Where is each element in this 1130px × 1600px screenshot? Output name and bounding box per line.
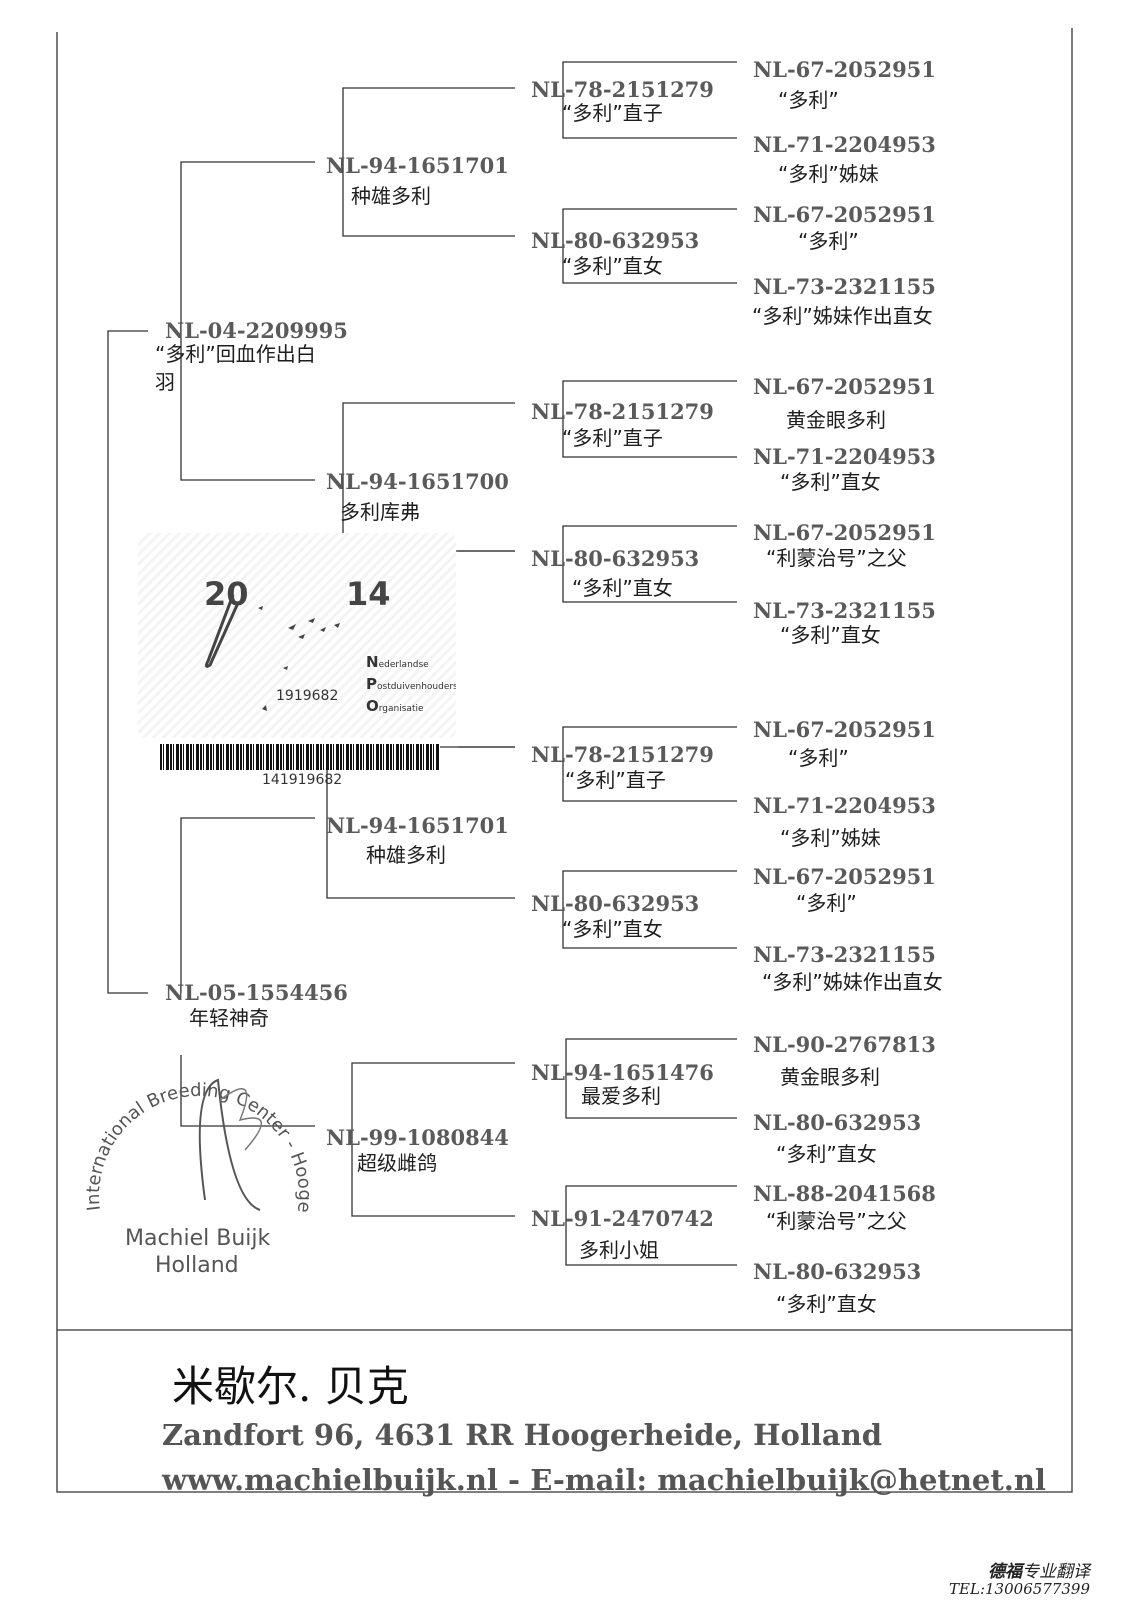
website-link[interactable]: www.machielbuijk.nl [162,1463,498,1497]
org-line: ederlandse [378,660,429,670]
ancestor-ring-number: NL-80-632953 [531,228,700,253]
org-initial: P [366,675,377,693]
ancestor-name: “多利”直女 [562,917,663,941]
brand-name: 德福 [988,1562,1022,1582]
ancestor-name: “多利”直女 [780,623,881,647]
ancestor-name: 多利小姐 [579,1238,659,1262]
ancestor-ring-number: NL-78-2151279 [531,399,714,424]
ancestor-ring-number: NL-67-2052951 [753,374,936,399]
ancestor-ring-number: NL-73-2321155 [753,274,936,299]
ancestor-ring-number: NL-73-2321155 [753,942,936,967]
ancestor-ring-number: NL-90-2767813 [753,1032,936,1057]
org-initial: O [366,697,379,715]
stamp-year-left: 20 [204,575,249,613]
ancestor-ring-number: NL-67-2052951 [753,202,936,227]
ancestor-ring-number: NL-91-2470742 [531,1206,714,1231]
granddam-ring-number: NL-94-1651700 [326,469,509,494]
barcode-number: 141919682 [262,772,343,788]
ancestor-ring-number: NL-71-2204953 [753,444,936,469]
ancestor-name: “多利” [788,746,849,770]
npo-org-name: Nederlandse Postduivenhouders Organisati… [366,653,456,719]
translator-brand: 德福专业翻译 [988,1557,1090,1582]
stamp-year-right: 14 [346,575,391,613]
ancestor-name: 黄金眼多利 [780,1065,880,1089]
granddam-name: 多利库弗 [340,500,420,524]
grandsire-ring-number: NL-94-1651701 [326,813,509,838]
ancestor-ring-number: NL-67-2052951 [753,57,936,82]
ancestor-ring-number: NL-80-632953 [531,546,700,571]
ancestor-ring-number: NL-78-2151279 [531,77,714,102]
grandsire-name: 种雄多利 [366,843,446,867]
breeder-name: 米歇尔. 贝克 [172,1362,409,1411]
ancestor-name: “多利”直女 [780,470,881,494]
ancestor-ring-number: NL-67-2052951 [753,717,936,742]
org-initial: N [366,653,379,671]
ancestor-name: “利蒙治号”之父 [766,1209,907,1233]
ancestor-ring-number: NL-80-632953 [531,891,700,916]
stamp-serial-number: 1919682 [276,688,339,704]
contact-separator: - [508,1463,521,1497]
ancestor-ring-number: NL-73-2321155 [753,598,936,623]
ancestor-ring-number: NL-80-632953 [753,1259,922,1284]
ancestor-name: “多利”姊妹 [778,162,879,186]
ancestor-name: “多利”直子 [565,768,666,792]
grandsire-ring-number: NL-94-1651701 [326,153,509,178]
ancestor-name: “多利”姊妹 [780,826,881,850]
org-line: ostduivenhouders [377,682,456,692]
ancestor-name: “多利”直女 [776,1292,877,1316]
npo-ring-stamp: 20 14 1919682 Nederlandse Postduivenhoud… [138,533,456,738]
ancestor-ring-number: NL-67-2052951 [753,864,936,889]
ancestor-ring-number: NL-78-2151279 [531,742,714,767]
breeder-seal: International Breeding Center - Hoogerhe… [70,1050,315,1278]
sire-ring-number: NL-04-2209995 [165,318,348,343]
breeder-contact: www.machielbuijk.nl - E-mail: machielbui… [162,1463,1046,1497]
seal-name: Machiel Buijk [125,1226,271,1251]
ancestor-name: “多利”姊妹作出直女 [752,304,933,328]
ancestor-name: “多利”姊妹作出直女 [762,970,943,994]
ancestor-name: 黄金眼多利 [786,408,886,432]
grandsire-name: 种雄多利 [351,184,431,208]
ancestor-name: “利蒙治号”之父 [766,546,907,570]
pigeon-icon [198,1078,261,1211]
barcode [160,744,440,770]
email-label: E-mail: [530,1463,648,1497]
org-line: rganisatie [378,704,424,714]
ancestor-name: “多利” [798,229,859,253]
ancestor-ring-number: NL-71-2204953 [753,793,936,818]
ancestor-ring-number: NL-67-2052951 [753,520,936,545]
ancestor-name: “多利”直子 [562,101,663,125]
granddam-ring-number: NL-99-1080844 [326,1125,509,1150]
ancestor-name: “多利” [778,88,839,112]
brand-service: 专业翻译 [1022,1562,1090,1582]
ancestor-ring-number: NL-80-632953 [753,1110,922,1135]
breeder-address: Zandfort 96, 4631 RR Hoogerheide, Hollan… [162,1418,883,1452]
email-link[interactable]: machielbuijk@hetnet.nl [657,1463,1046,1497]
ancestor-name: “多利” [796,891,857,915]
dam-ring-number: NL-05-1554456 [165,980,348,1005]
pigeon-flock-icon [204,594,340,711]
ancestor-name: “多利”直女 [776,1142,877,1166]
ancestor-name: “多利”直女 [572,576,673,600]
translator-tel: TEL:13006577399 [949,1580,1090,1598]
ancestor-name: “多利”直女 [562,254,663,278]
ancestor-name: “多利”直子 [562,426,663,450]
ancestor-ring-number: NL-94-1651476 [531,1060,714,1085]
dam-name: 年轻神奇 [189,1006,269,1030]
granddam-name: 超级雌鸽 [357,1151,437,1175]
ancestor-ring-number: NL-88-2041568 [753,1181,936,1206]
ancestor-name: 最爱多利 [581,1084,661,1108]
sire-name: “多利”回血作出白羽 [155,342,316,394]
ancestor-ring-number: NL-71-2204953 [753,132,936,157]
seal-arc-text: International Breeding Center - Hoogerhe… [70,1050,315,1214]
seal-country: Holland [155,1253,239,1278]
